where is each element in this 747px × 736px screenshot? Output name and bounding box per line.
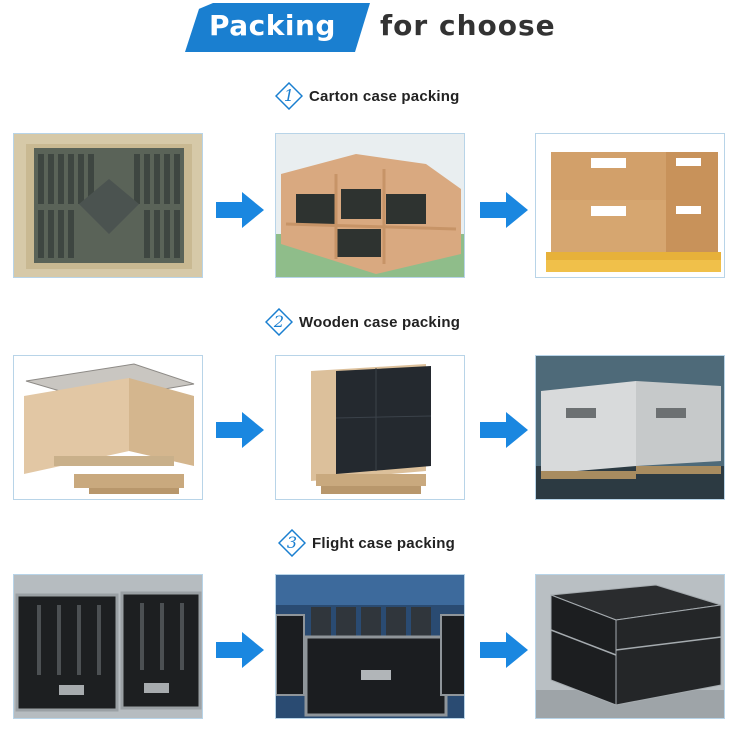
right-arrow-icon	[480, 412, 528, 448]
photo-flight-cases	[535, 574, 725, 719]
photo-flight-modules	[275, 574, 465, 719]
header-highlight: Packing	[209, 9, 336, 42]
page-header: Packing for choose	[185, 3, 605, 53]
header-title: for choose	[380, 9, 556, 42]
section-title-flight: 3 Flight case packing	[278, 529, 455, 557]
diamond-number-icon: 1	[275, 82, 303, 110]
section-title-carton: 1 Carton case packing	[275, 82, 460, 110]
section-label: Flight case packing	[312, 534, 456, 552]
right-arrow-icon	[216, 632, 264, 668]
diamond-number-icon: 2	[265, 308, 293, 336]
photo-flight-open	[13, 574, 203, 719]
right-arrow-icon	[216, 412, 264, 448]
section-label: Carton case packing	[309, 87, 460, 105]
photo-carton-boxes	[275, 133, 465, 278]
diamond-number-icon: 3	[278, 529, 306, 557]
photo-wooden-open	[13, 355, 203, 500]
right-arrow-icon	[216, 192, 264, 228]
photo-carton-pallet	[535, 133, 725, 278]
right-arrow-icon	[480, 192, 528, 228]
photo-wooden-crates	[535, 355, 725, 500]
photo-carton-modules	[13, 133, 203, 278]
section-label: Wooden case packing	[299, 313, 461, 331]
header-pill	[185, 3, 370, 52]
section-title-wooden: 2 Wooden case packing	[265, 308, 460, 336]
photo-wooden-display	[275, 355, 465, 500]
right-arrow-icon	[480, 632, 528, 668]
